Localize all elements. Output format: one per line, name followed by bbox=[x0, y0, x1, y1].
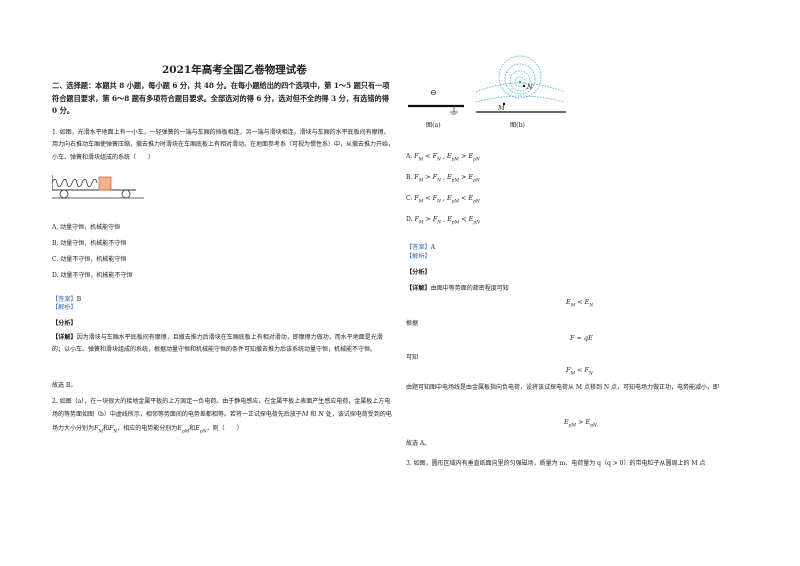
q2-text: 2. 如图（a），在一块很大的接地金属平板的上方固定一负电荷。由于静电感应，在金… bbox=[52, 398, 392, 434]
q1-option-c: C. 动量不守恒，机械能守恒 bbox=[52, 256, 127, 263]
q2-option-a: A. FM < FN , EpM > EpN bbox=[406, 152, 480, 163]
fig-a-label: 图(a) bbox=[426, 122, 441, 129]
eq-em-en: EM < EN bbox=[566, 298, 594, 309]
equipotential-lines bbox=[475, 55, 565, 103]
negative-charge-icon: ⊖ bbox=[430, 88, 437, 97]
q2-conclusion: 故选 A。 bbox=[406, 440, 431, 447]
q1-option-d: D. 动量不守恒，机械能不守恒 bbox=[52, 272, 133, 279]
answer-tag: 【答案】 bbox=[52, 296, 77, 303]
q2-option-d: D. FM > FN , EpM < EpN bbox=[406, 215, 480, 226]
q1-conclusion: 故选 B。 bbox=[52, 382, 77, 389]
q1-cart-figure bbox=[52, 175, 144, 199]
answer-value: B bbox=[76, 296, 82, 303]
q2-para: 由题可知图中电场线是由金属板指向负电荷，设将该试探电荷从 M 点移到 N 点，可… bbox=[406, 384, 720, 391]
genju-label: 根据 bbox=[406, 320, 419, 327]
figure-b bbox=[475, 55, 566, 113]
q1-option-b: B. 动量守恒，机械能不守恒 bbox=[52, 240, 127, 247]
q1-fenxi: 【分析】 bbox=[52, 320, 77, 327]
xiangjie-tag: 【详解】 bbox=[52, 334, 77, 341]
figure-a bbox=[408, 104, 464, 115]
fig-b-label: 图(b) bbox=[510, 122, 525, 129]
fig-b-m-label: M bbox=[498, 104, 505, 112]
eq-fm-fn: FM < FN bbox=[566, 366, 593, 377]
q2-option-c: C. FM < FN , EpM < EpN bbox=[406, 194, 480, 205]
q1-answer: 【答案】B bbox=[52, 286, 81, 305]
point-m-dot bbox=[502, 102, 506, 106]
kezhi-label: 可知 bbox=[406, 354, 419, 361]
fig-b-n-label: N bbox=[527, 83, 533, 91]
q2-xiangjie: 【详解】由图中等势面的疏密程度可知 bbox=[406, 285, 509, 292]
q1-xiangjie: 【详解】因为滑块与车厢水平底板间有摩擦，且撤去推力后滑块在车厢底板上有相对滑动，… bbox=[52, 332, 394, 357]
eq-epm-epn: EpM > EpN bbox=[564, 418, 597, 429]
q3-text: 3. 如图，圆形区域内有垂直纸面向里的匀强磁场，质量为 m、电荷量为 q（q >… bbox=[406, 460, 706, 467]
q1-text: 1. 如图，光滑水平地面上有一小车，一轻弹簧的一端与车厢的挡板相连，另一端与滑块… bbox=[52, 129, 395, 161]
section-header: 二、选择题：本题共 8 小题，每小题 6 分，共 48 分。在每小题给出的四个选… bbox=[52, 81, 390, 116]
q2-answer: 【答案】A bbox=[406, 244, 436, 251]
wheel-left bbox=[59, 189, 69, 199]
point-n-dot bbox=[522, 84, 526, 88]
spring bbox=[52, 178, 98, 188]
eq-f-qe: F = qE bbox=[570, 334, 593, 342]
q2-jiexi: 【解析】 bbox=[406, 253, 431, 260]
q1-option-a: A. 动量守恒，机械能守恒 bbox=[52, 224, 121, 231]
paper-title: 2021年高考全国乙卷物理试卷 bbox=[162, 64, 307, 76]
source-charge bbox=[518, 80, 522, 84]
wheel-right bbox=[121, 189, 131, 199]
q1-jiexi: 【解析】 bbox=[52, 304, 77, 311]
q2-fenxi: 【分析】 bbox=[406, 269, 431, 276]
q2-option-b: B. FM > FN , EpM > EpN bbox=[406, 173, 480, 184]
slider-block bbox=[98, 176, 112, 191]
xiangjie-text: 因为滑块与车厢水平底板间有摩擦，且撤去推力后滑块在车厢底板上有相对滑动，即摩擦力… bbox=[52, 334, 383, 354]
